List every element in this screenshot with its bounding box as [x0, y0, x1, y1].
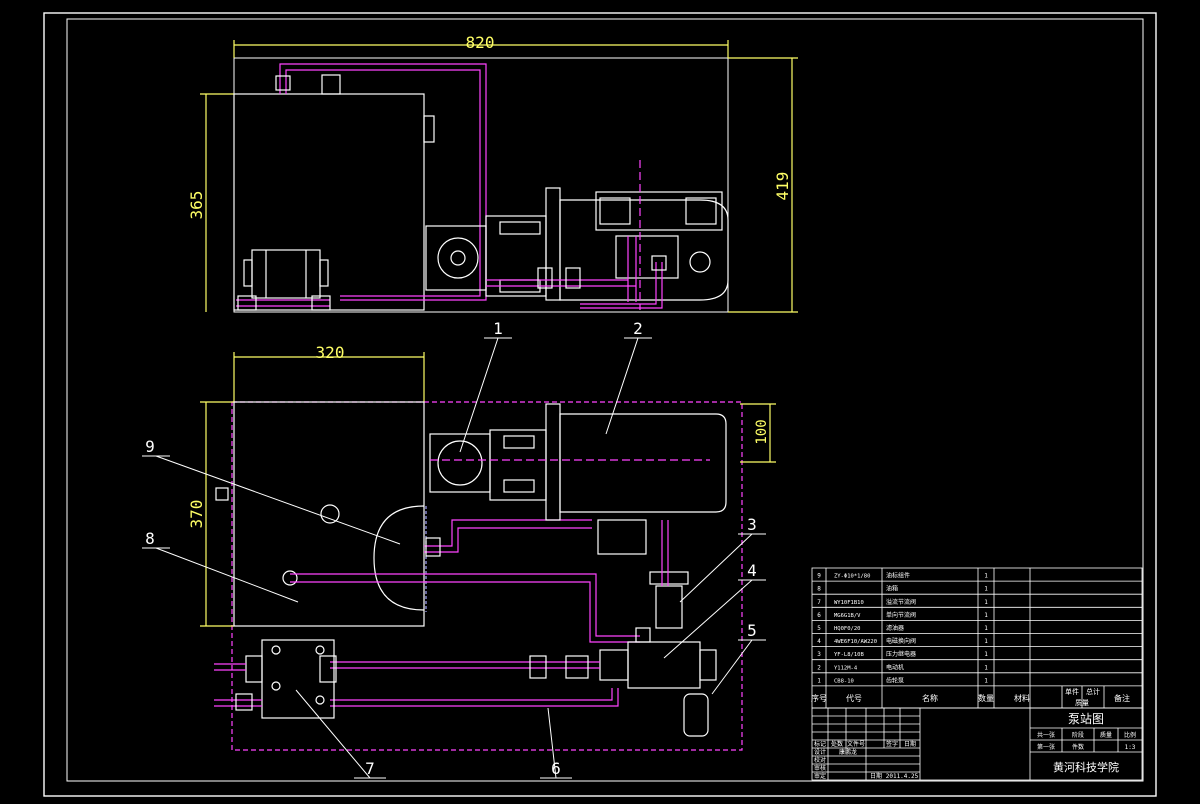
- parts-cell-qty: 1: [984, 599, 988, 606]
- dim-320: 320: [316, 343, 345, 362]
- balloon-7: 7: [365, 759, 375, 778]
- parts-cell-name: 压力继电器: [886, 650, 916, 658]
- parts-cell-code: HQ0F0/20: [834, 626, 861, 632]
- dim-419: 419: [773, 172, 792, 201]
- parts-cell-no: 1: [817, 677, 821, 684]
- parts-cell-qty: 1: [984, 638, 988, 645]
- scale-label: 比例: [1124, 731, 1136, 739]
- hdr-no: 序号: [811, 693, 827, 703]
- parts-cell-name: 电动机: [886, 663, 904, 671]
- date-value: 2011.4.25: [886, 773, 919, 780]
- parts-cell-name: 油箱: [886, 585, 898, 593]
- title-block-text: 泵站图 黄河科技学院 标记 处数 文件号 签字 日期 设计 校对 审核 审定 康…: [814, 712, 1136, 780]
- parts-cell-no: 9: [817, 573, 821, 580]
- dim-100: 100: [754, 419, 770, 444]
- parts-cell-name: 电磁换向阀: [886, 637, 916, 645]
- date-label: 日期: [870, 772, 882, 780]
- mass-label: 质量: [1100, 731, 1112, 739]
- balloon-5: 5: [747, 621, 757, 640]
- parts-cell-name: 油标组件: [886, 572, 910, 580]
- parts-list: [811, 567, 1143, 709]
- parts-cell-name: 滤油器: [886, 624, 904, 632]
- leader-lines: [142, 337, 766, 779]
- parts-cell-qty: 1: [984, 586, 988, 593]
- parts-cell-no: 6: [817, 612, 821, 619]
- parts-cell-qty: 1: [984, 651, 988, 658]
- hdr-unit: 单件: [1065, 687, 1079, 696]
- parts-cell-code: Y112M-4: [834, 665, 858, 671]
- hdr-mat: 材料: [1014, 693, 1030, 703]
- balloon-3: 3: [747, 515, 757, 534]
- label-date: 日期: [904, 740, 916, 748]
- parts-cell-name: 溢流节流阀: [886, 598, 916, 606]
- parts-cell-code: CB8-10: [834, 678, 854, 684]
- parts-cell-no: 2: [817, 664, 821, 671]
- drawing-title: 泵站图: [1068, 712, 1104, 726]
- parts-list-text: 9 ZY-Φ10*1/80 油标组件 1 8 油箱 1 7 WY10F1B10 溢流节流阀 1 6 MG…: [817, 572, 988, 685]
- dim-365: 365: [187, 191, 206, 220]
- scale-value: 1:3: [1125, 744, 1136, 751]
- hdr-qty: 数量: [978, 693, 994, 703]
- part-count-label: 件数: [1072, 743, 1084, 751]
- parts-cell-no: 5: [817, 625, 821, 632]
- dim-820: 820: [466, 33, 495, 52]
- hdr-note: 备注: [1114, 693, 1130, 703]
- balloon-8: 8: [145, 529, 155, 548]
- parts-cell-code: ZY-Φ10*1/80: [834, 574, 870, 580]
- designer-name: 康鹏龙: [839, 748, 857, 756]
- role-approve: 审定: [814, 772, 826, 780]
- balloon-9: 9: [145, 437, 155, 456]
- label-sign: 签字: [886, 740, 898, 748]
- parts-cell-no: 7: [817, 599, 821, 606]
- parts-cell-code: MG6G1B/V: [834, 613, 861, 619]
- sheet-total: 共一张: [1037, 731, 1055, 739]
- parts-cell-name: 单向节流阀: [886, 611, 916, 619]
- balloon-6: 6: [551, 759, 561, 778]
- parts-cell-no: 4: [817, 638, 821, 645]
- hdr-mass: 质量: [1075, 698, 1089, 707]
- balloon-2: 2: [633, 319, 643, 338]
- school-name: 黄河科技学院: [1053, 760, 1119, 774]
- balloon-4: 4: [747, 561, 757, 580]
- parts-cell-code: WY10F1B10: [834, 600, 864, 606]
- label-count: 处数: [831, 740, 843, 748]
- role-design: 设计: [814, 748, 826, 756]
- parts-cell-qty: 1: [984, 612, 988, 619]
- parts-list-header: 序号 代号 名称 数量 材料 单件 总计 质量 备注: [811, 687, 1130, 707]
- parts-cell-name: 齿轮泵: [886, 676, 904, 684]
- parts-cell-code: 4WE6F10/AW220: [834, 639, 877, 645]
- hdr-code: 代号: [846, 693, 862, 703]
- top-view: [200, 40, 798, 313]
- parts-cell-qty: 1: [984, 625, 988, 632]
- label-file: 文件号: [847, 740, 865, 748]
- plan-view: [200, 352, 776, 751]
- parts-cell-qty: 1: [984, 664, 988, 671]
- parts-cell-no: 8: [817, 586, 821, 593]
- parts-cell-qty: 1: [984, 677, 988, 684]
- title-block: [811, 707, 1143, 781]
- dim-370: 370: [187, 500, 206, 529]
- hdr-name: 名称: [922, 693, 938, 703]
- hdr-total: 总计: [1086, 687, 1100, 696]
- parts-cell-qty: 1: [984, 573, 988, 580]
- parts-cell-no: 3: [817, 651, 821, 658]
- role-review: 审核: [814, 764, 826, 772]
- role-check: 校对: [814, 756, 826, 764]
- outer-frame: [43, 12, 1157, 797]
- sheet-no: 第一张: [1037, 743, 1055, 751]
- parts-cell-code: YF-L8/10B: [834, 652, 864, 658]
- label-mark: 标记: [814, 740, 826, 748]
- stage-label: 阶段: [1072, 731, 1084, 739]
- balloon-1: 1: [493, 319, 503, 338]
